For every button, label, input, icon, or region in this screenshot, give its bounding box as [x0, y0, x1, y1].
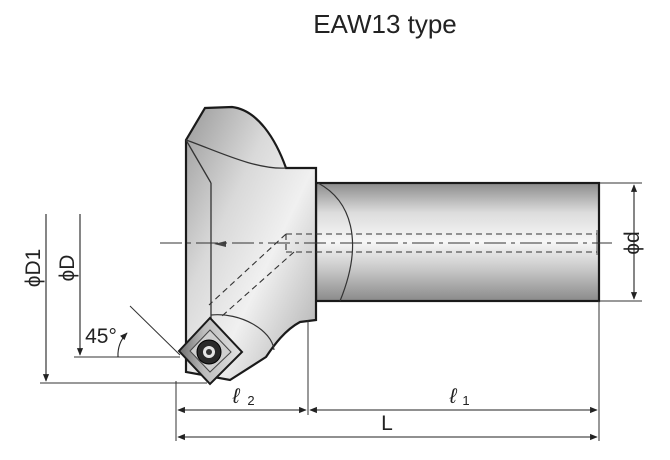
l2-label-sub: 2	[247, 393, 254, 408]
dimension-lines	[42, 184, 638, 441]
angle-label: 45°	[85, 325, 117, 348]
angle-arc	[117, 332, 128, 358]
d1-label: ϕD1	[22, 249, 45, 288]
l2-label-main: ℓ	[232, 385, 241, 408]
shank-d-label: ϕd	[621, 231, 644, 254]
l1-label-sub: 1	[462, 393, 469, 408]
d-label: ϕD	[56, 255, 79, 282]
coolant-channel	[208, 233, 597, 317]
overall-length-label: L	[381, 412, 393, 435]
title: EAW13 type	[313, 9, 457, 39]
l1-label-main: ℓ	[449, 385, 458, 408]
extension-lines	[40, 182, 642, 441]
shank	[314, 181, 601, 303]
insert	[177, 316, 244, 386]
